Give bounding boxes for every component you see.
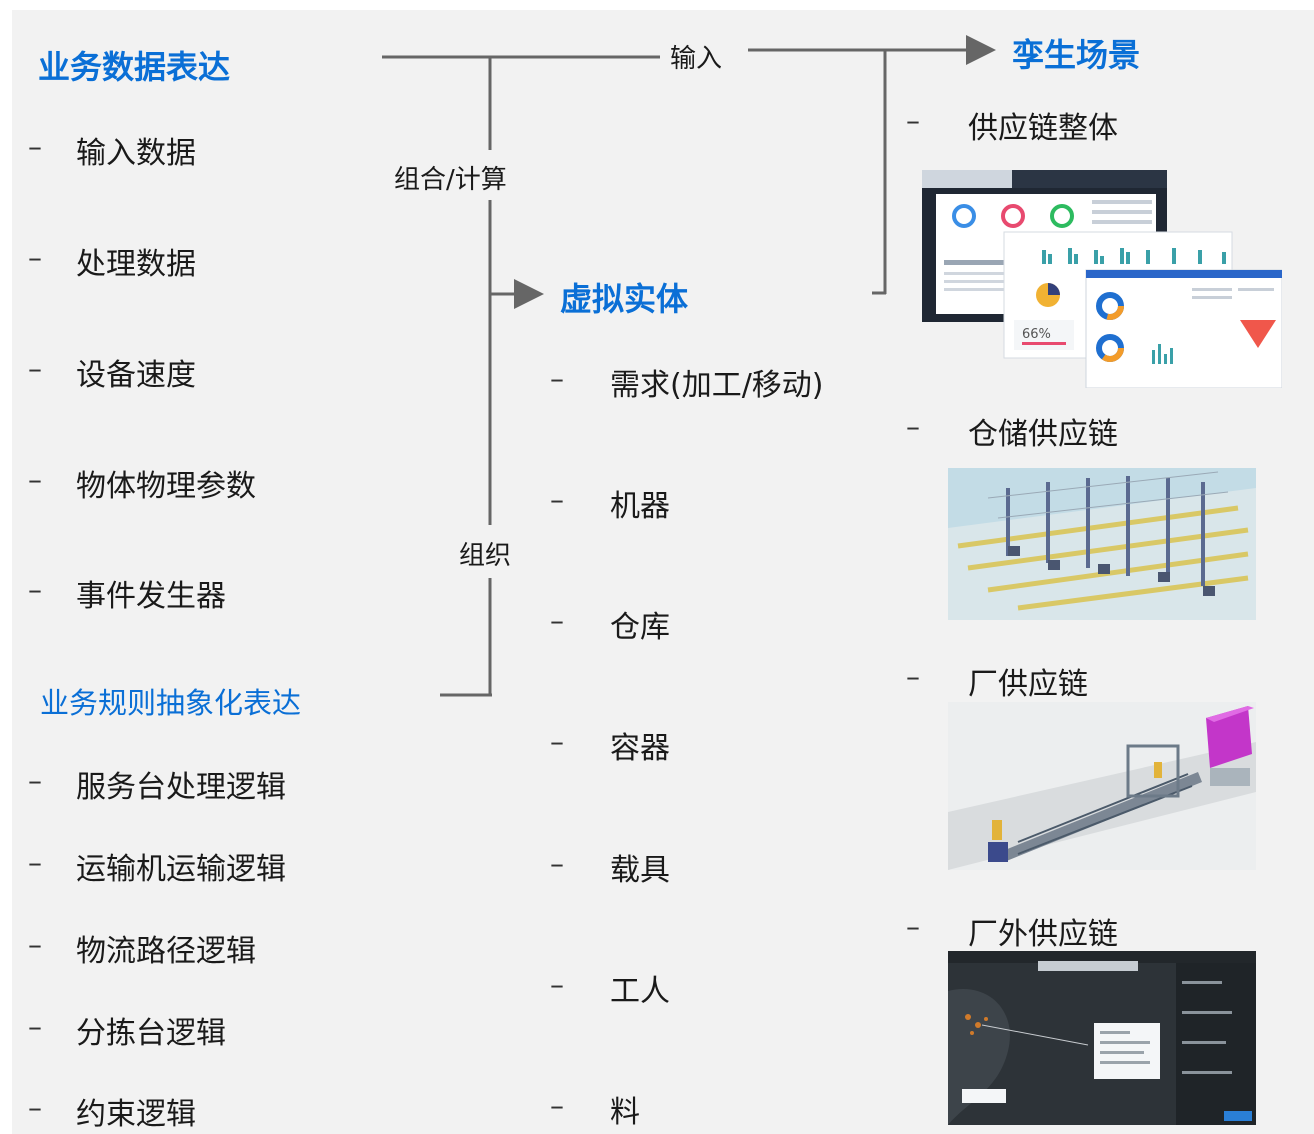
dash-marker: – <box>906 660 920 693</box>
dashboard-percent: 66% <box>1022 327 1051 342</box>
external-supply-chain-map-image <box>948 951 1256 1125</box>
dash-marker: – <box>28 1010 42 1043</box>
dash-marker: – <box>550 362 564 395</box>
dash-marker: – <box>28 928 42 961</box>
dash-marker: – <box>906 910 920 943</box>
dash-marker: – <box>28 846 42 879</box>
dash-marker: – <box>28 352 42 385</box>
input-label: 输入 <box>666 38 727 75</box>
rule-item: 分拣台逻辑 <box>76 1016 226 1051</box>
entity-item: 需求(加工/移动) <box>610 368 824 403</box>
dash-marker: – <box>550 1089 564 1122</box>
entity-item: 工人 <box>610 974 670 1009</box>
virtual-entity-heading: 虚拟实体 <box>560 280 689 318</box>
data-item: 物体物理参数 <box>76 469 256 504</box>
data-item: 事件发生器 <box>76 579 226 614</box>
entity-item: 料 <box>610 1095 640 1130</box>
dash-marker: – <box>550 725 564 758</box>
organize-label: 组织 <box>455 535 516 572</box>
rule-item: 运输机运输逻辑 <box>76 852 286 887</box>
entity-item: 容器 <box>610 731 670 766</box>
scene-item: 厂外供应链 <box>968 917 1118 952</box>
dash-marker: – <box>550 847 564 880</box>
dash-marker: – <box>28 241 42 274</box>
data-item: 输入数据 <box>76 136 196 171</box>
rule-item: 服务台处理逻辑 <box>76 770 286 805</box>
supply-chain-dashboard-image: 66% <box>922 170 1282 388</box>
scene-item: 供应链整体 <box>968 111 1118 146</box>
rule-item: 约束逻辑 <box>76 1097 196 1132</box>
factory-line-image <box>948 702 1256 870</box>
dash-marker: – <box>550 604 564 637</box>
dash-marker: – <box>550 483 564 516</box>
dash-marker: – <box>28 573 42 606</box>
data-item: 处理数据 <box>76 247 196 282</box>
entity-item: 载具 <box>610 853 670 888</box>
warehouse-3d-image <box>948 468 1256 620</box>
business-data-heading: 业务数据表达 <box>38 48 231 86</box>
data-item: 设备速度 <box>76 358 196 393</box>
dash-marker: – <box>28 764 42 797</box>
dash-marker: – <box>28 1091 42 1124</box>
dash-marker: – <box>550 968 564 1001</box>
twin-scene-heading: 孪生场景 <box>1012 36 1141 74</box>
dash-marker: – <box>28 463 42 496</box>
combine-label: 组合/计算 <box>390 159 511 196</box>
scene-item: 仓储供应链 <box>968 417 1118 452</box>
dash-marker: – <box>906 410 920 443</box>
rule-item: 物流路径逻辑 <box>76 934 256 969</box>
business-rules-heading: 业务规则抽象化表达 <box>40 686 302 720</box>
entity-item: 机器 <box>610 489 670 524</box>
scene-item: 厂供应链 <box>968 667 1088 702</box>
entity-item: 仓库 <box>610 610 670 645</box>
dash-marker: – <box>906 104 920 137</box>
dash-marker: – <box>28 130 42 163</box>
